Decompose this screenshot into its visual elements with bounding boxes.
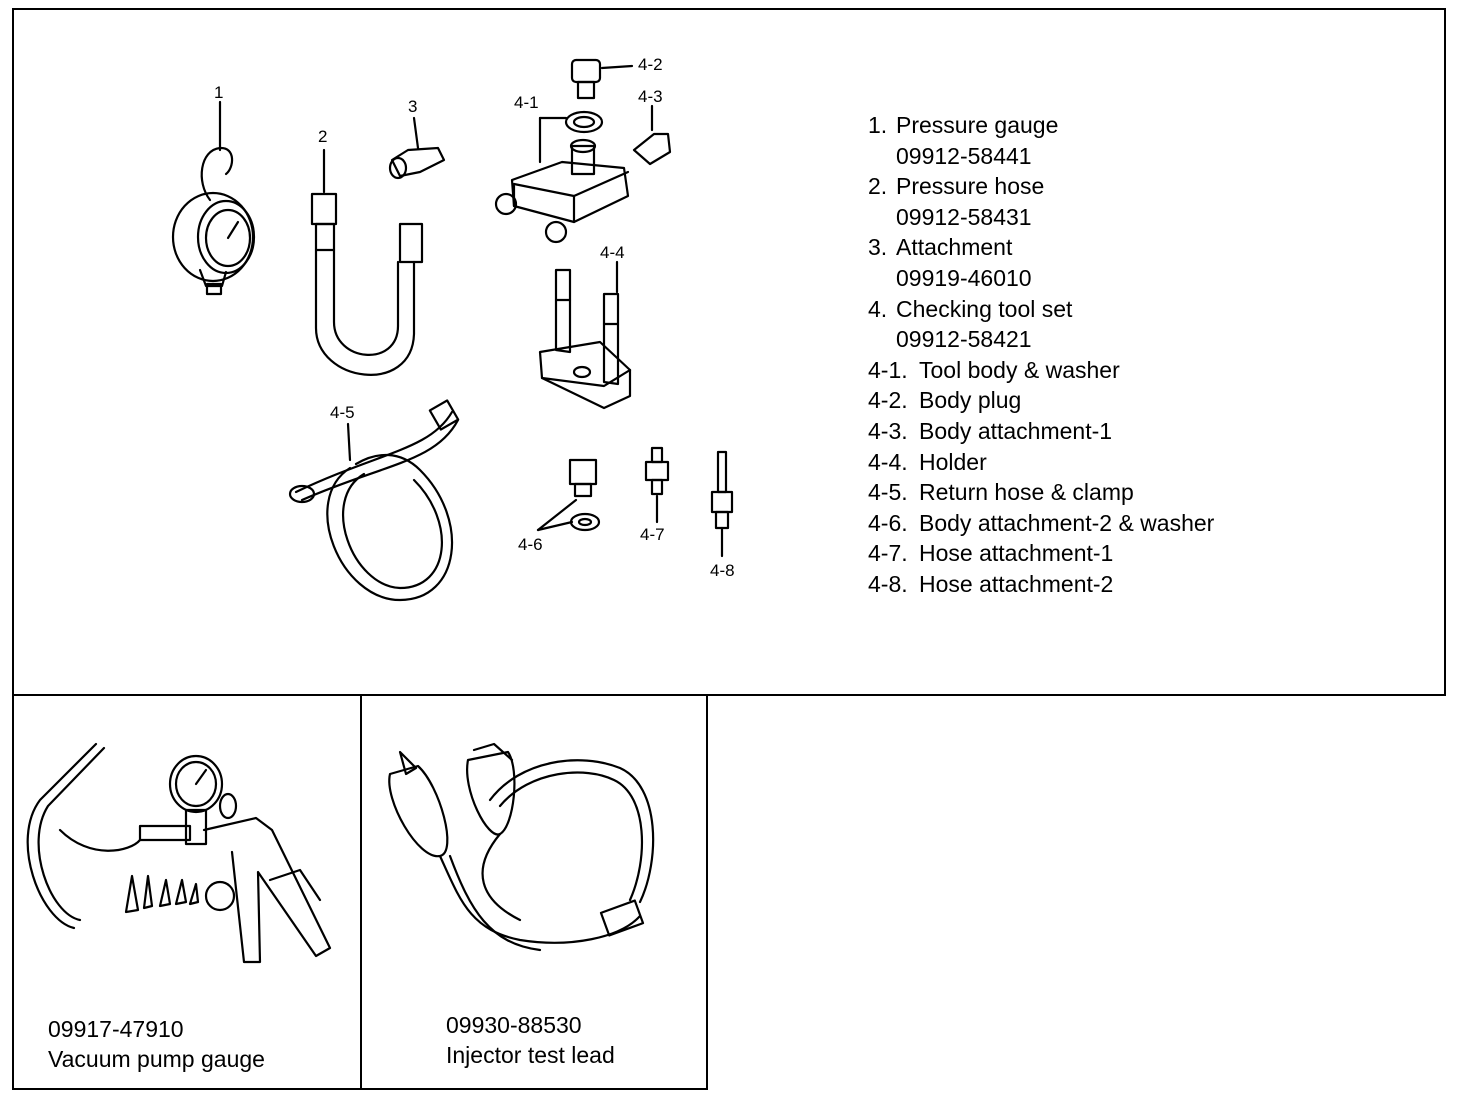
injector-test-lead-part-number: 09930-88530 [446, 1012, 582, 1038]
sub-legend-item: 4-6.Body attachment-2 & washer [868, 509, 1215, 536]
vacuum-pump-name: Vacuum pump gauge [48, 1046, 265, 1072]
callout-4-1: 4-1 [514, 93, 539, 112]
tool-body-illustration [494, 58, 634, 244]
injector-test-lead-caption: 09930-88530 Injector test lead [446, 1010, 615, 1070]
callout-4-7: 4-7 [640, 525, 665, 544]
sub-legend-item: 4-4.Holder [868, 448, 987, 475]
vacuum-pump-part-number: 09917-47910 [48, 1016, 184, 1042]
callout-4-3: 4-3 [638, 87, 663, 106]
sub-legend-item: 4-2.Body plug [868, 387, 1022, 414]
sub-legend-item: 4-5.Return hose & clamp [868, 479, 1134, 506]
holder-illustration [538, 260, 632, 410]
legend-item: 4.Checking tool set 09912-58421 [868, 295, 1073, 353]
vacuum-pump-caption: 09917-47910 Vacuum pump gauge [48, 1014, 265, 1074]
injector-test-lead-illustration [388, 742, 655, 952]
legend-item: 3.Attachment 09919-46010 [868, 234, 1032, 291]
callout-1: 1 [214, 83, 224, 102]
pressure-gauge-illustration [171, 100, 256, 296]
hose-attachment-1-illustration [644, 446, 670, 524]
callout-4-5: 4-5 [330, 403, 355, 422]
callout-2: 2 [318, 127, 328, 146]
injector-test-lead-panel [360, 694, 708, 1090]
return-hose-illustration [288, 399, 460, 602]
callout-4-8: 4-8 [710, 561, 735, 580]
legend-item: 1.Pressure gauge 09912-58441 [868, 112, 1059, 169]
sub-legend-item: 4-8.Hose attachment-2 [868, 570, 1114, 597]
vacuum-pump-illustration [26, 742, 332, 964]
legend-item: 2.Pressure hose 09912-58431 [868, 173, 1045, 230]
callout-4-4: 4-4 [600, 243, 625, 262]
body-attachment-1-illustration [632, 104, 672, 166]
hose-attachment-2-illustration [710, 450, 734, 558]
attachment-illustration [388, 116, 446, 180]
body-attachment-2-illustration [536, 458, 601, 532]
parts-legend: 1.Pressure gauge 09912-58441 2.Pressure … [868, 110, 1388, 600]
pressure-hose-illustration [310, 148, 424, 376]
callout-3: 3 [408, 97, 418, 116]
callout-4-6: 4-6 [518, 535, 543, 554]
checking-tool-set-panel [12, 8, 1446, 696]
sub-legend-item: 4-7.Hose attachment-1 [868, 540, 1114, 567]
injector-test-lead-name: Injector test lead [446, 1042, 615, 1068]
callout-4-2: 4-2 [638, 55, 663, 74]
sub-legend-item: 4-1.Tool body & washer [868, 356, 1120, 383]
sub-legend-item: 4-3.Body attachment-1 [868, 417, 1113, 444]
